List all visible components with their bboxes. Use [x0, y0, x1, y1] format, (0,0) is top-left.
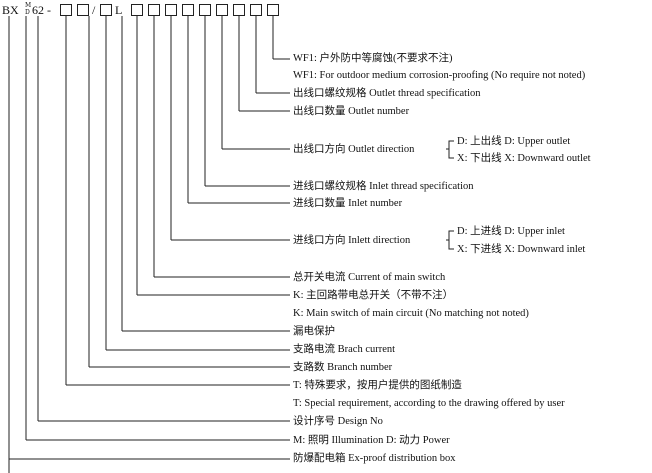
code-box-3 [100, 4, 112, 16]
code-box-1 [60, 4, 72, 16]
code-prefix: BX [2, 3, 19, 17]
label-t-en: T: Special requirement, according to the… [293, 398, 565, 409]
code-letter: L [115, 3, 123, 17]
code-box-2 [77, 4, 89, 16]
code-box-12 [267, 4, 279, 16]
code-number: 62 [32, 3, 44, 17]
label-wf1-cn: WF1: 户外防中等腐蚀(不要求不注) [293, 53, 453, 64]
code-box-7 [182, 4, 194, 16]
label-outlet-number: 出线口数量 Outlet number [293, 106, 410, 117]
label-outlet-direction: 出线口方向 Outlet direction [293, 144, 415, 155]
label-t-cn: T: 特殊要求，按用户提供的图纸制造 [293, 380, 462, 391]
label-k-en: K: Main switch of main circuit (No match… [293, 308, 529, 319]
label-wf1-en: WF1: For outdoor medium corrosion-proofi… [293, 70, 586, 81]
code-box-6 [165, 4, 177, 16]
label-outlet-thread: 出线口螺纹规格 Outlet thread specification [293, 88, 481, 99]
label-branch-current: 支路电流 Brach current [293, 344, 396, 355]
label-branch-number: 支路数 Branch number [293, 362, 393, 373]
label-main-switch-current: 总开关电流 Current of main switch [293, 272, 446, 283]
code-sup-top: M [25, 2, 32, 9]
label-inlet-number: 进线口数量 Inlet number [293, 198, 403, 209]
option-outlet-upper: D: 上出线 D: Upper outlet [457, 136, 571, 147]
option-outlet-downward: X: 下出线 X: Downward outlet [457, 153, 591, 164]
option-inlet-downward: X: 下进线 X: Downward inlet [457, 244, 586, 255]
code-box-10 [233, 4, 245, 16]
label-design-no: 设计序号 Design No [293, 416, 383, 427]
label-exproof-box: 防爆配电箱 Ex-proof distribution box [293, 453, 456, 464]
code-box-5 [148, 4, 160, 16]
label-leakage-protection: 漏电保护 [293, 326, 335, 337]
label-k-cn: K: 主回路带电总开关（不带不注） [293, 290, 454, 301]
option-inlet-upper: D: 上进线 D: Upper inlet [457, 226, 565, 237]
code-box-9 [216, 4, 228, 16]
code-sup-bottom: D [25, 9, 30, 16]
code-box-11 [250, 4, 262, 16]
label-inlet-thread: 进线口螺纹规格 Inlet thread specification [293, 181, 474, 192]
label-inlet-direction: 进线口方向 Inlett direction [293, 235, 411, 246]
code-box-8 [199, 4, 211, 16]
label-md: M: 照明 Illumination D: 动力 Power [293, 435, 450, 446]
code-slash: / [92, 3, 96, 17]
code-box-4 [131, 4, 143, 16]
code-dash: - [47, 3, 51, 17]
